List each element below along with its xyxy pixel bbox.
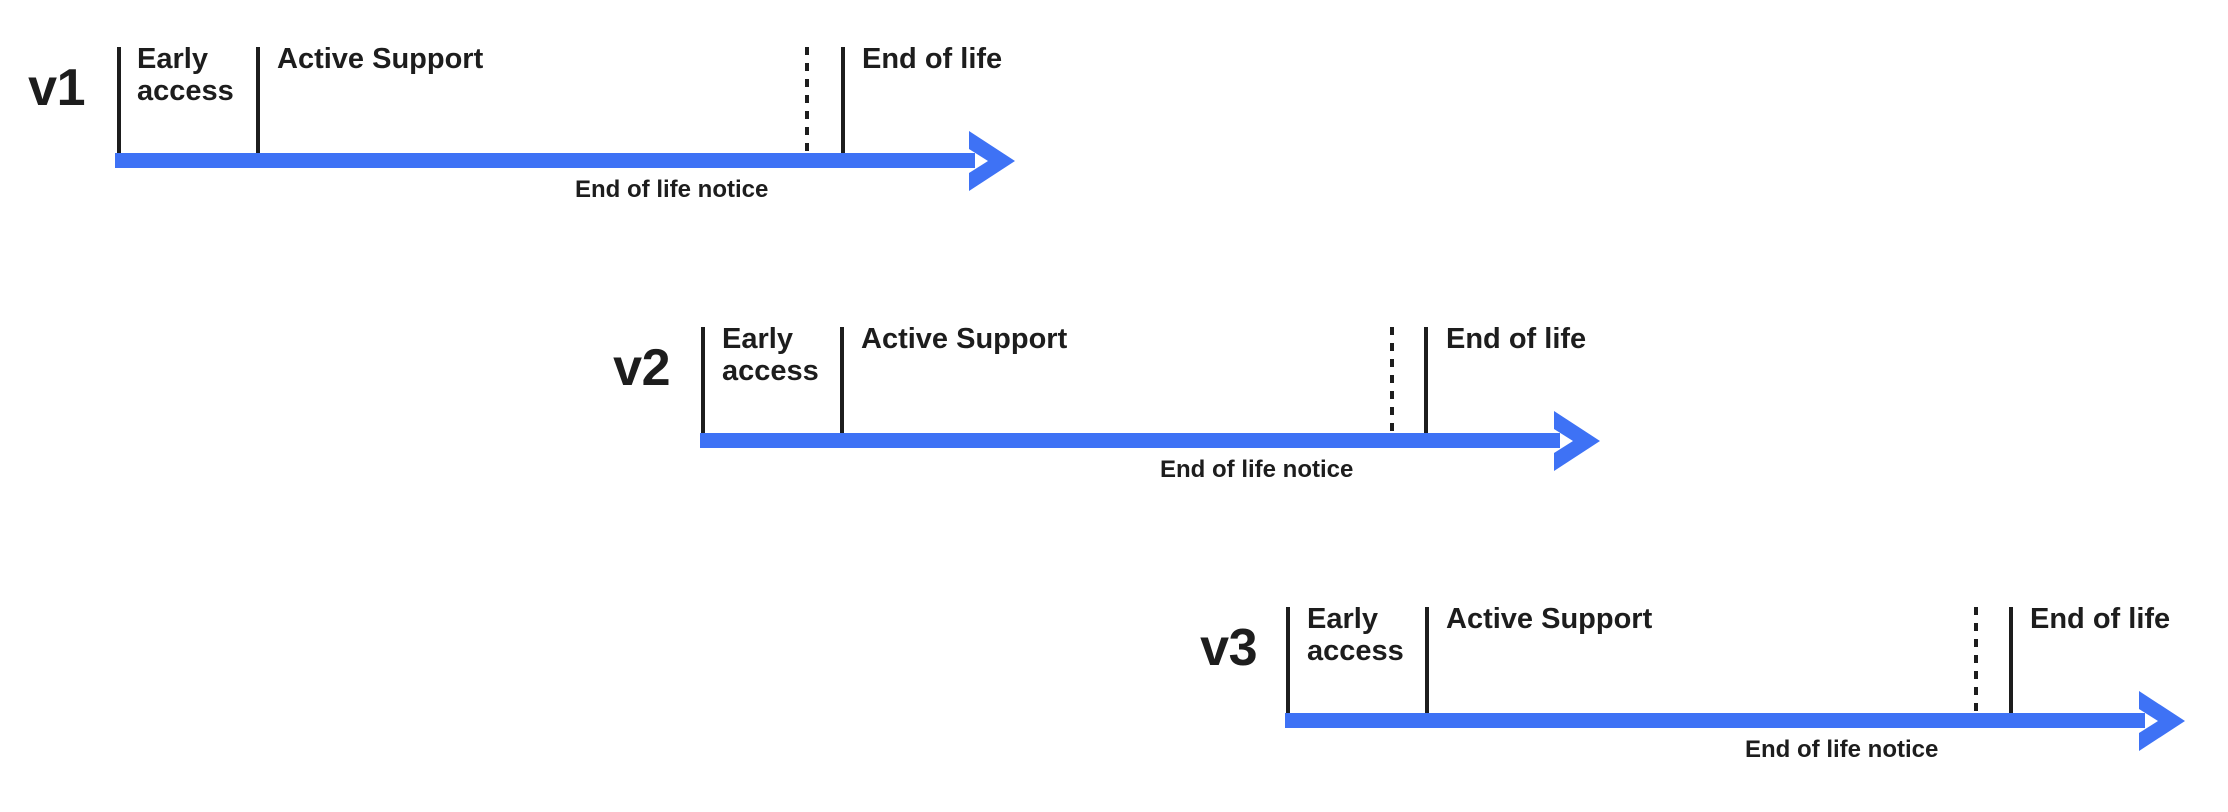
divider-active-support-start-v3	[1425, 607, 1429, 713]
notice-label-v3: End of life notice	[1745, 736, 1939, 763]
phase-label-early-access-v3: Early access	[1307, 603, 1404, 667]
divider-early-access-start-v3	[1286, 607, 1290, 713]
arrow-head-icon-v3	[2139, 691, 2185, 751]
divider-active-support-start-v2	[840, 327, 844, 433]
divider-eol-notice-marker-v2	[1390, 327, 1394, 433]
divider-end-of-life-start-v2	[1424, 327, 1428, 433]
notice-label-v1: End of life notice	[575, 176, 769, 203]
timeline-row-v1: v1 Early access Active Support End of li…	[0, 0, 2228, 230]
notice-label-v2: End of life notice	[1160, 456, 1354, 483]
phase-label-early-access-v1: Early access	[137, 43, 234, 107]
phase-label-end-of-life-v2: End of life	[1446, 323, 1587, 355]
arrow-head-icon-v2	[1554, 411, 1600, 471]
version-label-v1: v1	[28, 59, 85, 117]
phase-label-early-access-v2: Early access	[722, 323, 819, 387]
lifecycle-bar-v3	[1285, 713, 2145, 728]
timeline-row-v2: v2 Early access Active Support End of li…	[0, 280, 2228, 510]
divider-end-of-life-start-v3	[2009, 607, 2013, 713]
lifecycle-bar-v2	[700, 433, 1560, 448]
divider-early-access-start-v1	[117, 47, 121, 153]
phase-label-active-support-v3: Active Support	[1446, 603, 1653, 635]
lifecycle-bar-v1	[115, 153, 975, 168]
divider-early-access-start-v2	[701, 327, 705, 433]
phase-label-end-of-life-v3: End of life	[2030, 603, 2171, 635]
phase-label-end-of-life-v1: End of life	[862, 43, 1003, 75]
divider-active-support-start-v1	[256, 47, 260, 153]
timeline-row-v3: v3 Early access Active Support End of li…	[0, 560, 2228, 790]
divider-end-of-life-start-v1	[841, 47, 845, 153]
divider-eol-notice-marker-v1	[805, 47, 809, 153]
phase-label-active-support-v2: Active Support	[861, 323, 1068, 355]
phase-label-active-support-v1: Active Support	[277, 43, 484, 75]
divider-eol-notice-marker-v3	[1974, 607, 1978, 713]
arrow-head-icon-v1	[969, 131, 1015, 191]
version-label-v2: v2	[613, 339, 670, 397]
version-label-v3: v3	[1200, 619, 1257, 677]
